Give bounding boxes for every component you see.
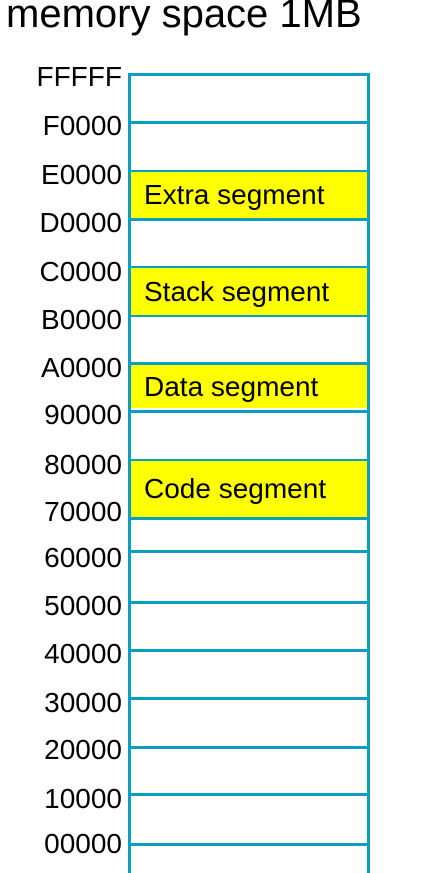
address-label: FFFFF [36,61,122,92]
memory-divider-line [128,314,370,317]
memory-divider-line [128,170,370,173]
address-label: 90000 [44,399,122,430]
address-label: 40000 [44,638,122,669]
segment-label: Extra segment [144,179,325,210]
address-label: 30000 [44,687,122,718]
address-label: 10000 [44,783,122,814]
memory-divider-line [128,517,370,520]
memory-divider-line [128,649,370,652]
memory-divider-line [128,843,370,846]
memory-divider-line [128,121,370,124]
memory-divider-line [128,793,370,796]
memory-column-border [128,73,370,873]
address-label: 50000 [44,590,122,621]
memory-divider-line [128,218,370,221]
address-label: 60000 [44,542,122,573]
memory-divider-line [128,697,370,700]
address-label: C0000 [39,256,122,287]
memory-divider-line [128,459,370,462]
memory-divider-line [128,73,370,76]
address-label: 80000 [44,449,122,480]
segment-block: Code segment [131,461,367,517]
memory-divider-line [128,410,370,413]
segment-block: Extra segment [131,172,367,218]
memory-divider-line [128,746,370,749]
memory-divider-line [128,362,370,365]
address-label: 70000 [44,496,122,527]
segment-label: Stack segment [144,275,330,307]
address-label: 00000 [44,828,122,859]
segment-label: Data segment [144,370,319,402]
address-label: B0000 [41,304,122,335]
segment-label: Code segment [144,473,327,504]
segment-block: Stack segment [131,268,367,315]
address-label: A0000 [41,352,122,383]
address-label: D0000 [39,207,122,238]
memory-divider-line [128,550,370,553]
address-label: 20000 [44,734,122,765]
diagram-title: memory space 1MB [6,0,362,36]
memory-divider-line [128,601,370,604]
memory-divider-line [128,266,370,269]
segment-block: Data segment [131,365,367,408]
address-label: E0000 [41,159,122,190]
address-label: F0000 [42,110,122,141]
